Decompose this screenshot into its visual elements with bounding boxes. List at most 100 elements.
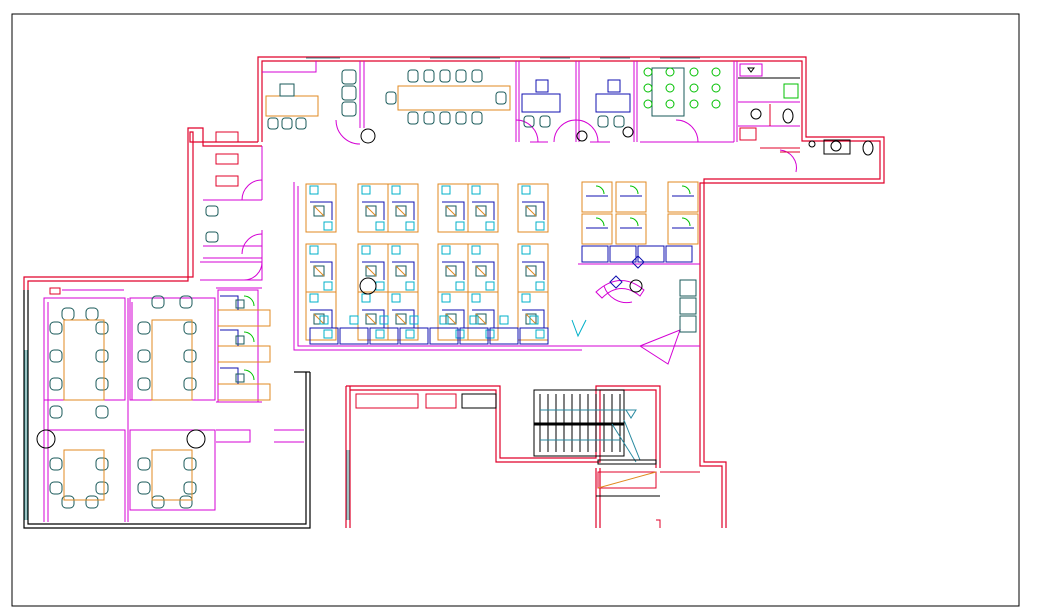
workstation-storage: [475, 265, 487, 277]
workstation-storage: [475, 313, 487, 325]
workstation-storage-x: [395, 265, 407, 277]
task-chair: [405, 329, 415, 339]
workstation-storage: [365, 205, 377, 217]
conference-table: [151, 449, 193, 501]
workstation-south-row: [519, 327, 549, 345]
task-chair: [629, 217, 639, 227]
workstation-storage: [365, 265, 377, 277]
task-chair: [595, 185, 605, 195]
workstation-south-row: [369, 327, 399, 345]
task-chair: [379, 315, 389, 325]
workstation-desk: [467, 291, 499, 341]
workstation-panel: [472, 309, 495, 328]
conference-chair: [151, 495, 165, 509]
workstation-desk: [581, 181, 613, 213]
workstation-desk: [615, 181, 647, 213]
west-storage-rooms: [205, 131, 239, 243]
workstation-storage-x: [365, 313, 377, 325]
conference-table: [63, 449, 105, 501]
workstation-panel: [472, 261, 495, 280]
workstation-panel: [522, 309, 545, 328]
training-room: [643, 67, 721, 117]
workstation-panel: [442, 309, 465, 328]
workstation-south-row: [429, 327, 459, 345]
conference-chair: [95, 321, 109, 335]
task-chair: [323, 329, 333, 339]
task-chair: [681, 217, 691, 227]
conference-chair: [95, 405, 109, 419]
workstation-desk: [667, 213, 699, 245]
task-chair: [405, 221, 415, 231]
task-chair: [485, 221, 495, 231]
task-chair: [441, 185, 451, 195]
workstation-panel: [442, 201, 465, 220]
stairwell: [355, 389, 700, 528]
task-chair: [375, 281, 385, 291]
conference-chair: [49, 349, 63, 363]
conference-chair: [137, 349, 151, 363]
workstation-desk: [517, 183, 549, 233]
task-chair: [485, 329, 495, 339]
workstation-south-row: [489, 327, 519, 345]
workstation-storage: [313, 205, 325, 217]
workstation-panel: [522, 201, 545, 220]
interior-partitions: [43, 61, 738, 522]
workstation-south-row: [339, 327, 369, 345]
task-chair: [441, 245, 451, 255]
task-chair: [529, 315, 539, 325]
task-chair: [681, 185, 691, 195]
task-chair: [455, 329, 465, 339]
task-chair: [323, 221, 333, 231]
task-chair: [349, 315, 359, 325]
task-chair: [629, 185, 639, 195]
workstation-storage: [445, 205, 457, 217]
boardroom: [360, 69, 511, 144]
conference-chair: [183, 481, 197, 495]
task-chair: [455, 281, 465, 291]
workstation-storage: [395, 205, 407, 217]
workstation-east-row: [665, 245, 693, 263]
workstation-storage: [475, 205, 487, 217]
task-chair: [439, 315, 449, 325]
workstation-storage: [525, 205, 537, 217]
door-swings: [241, 119, 797, 365]
workstation-panel: [392, 309, 415, 328]
workstation-desk: [517, 291, 549, 341]
workstation-storage-x: [313, 313, 325, 325]
conference-chair: [183, 457, 197, 471]
workstation-storage-x: [313, 205, 325, 217]
workstation-east-row: [609, 245, 637, 263]
conference-chair: [61, 495, 75, 509]
private-offices-north: [521, 79, 634, 142]
task-chair: [391, 245, 401, 255]
west-entry-marker: [49, 287, 124, 295]
conference-table: [151, 319, 193, 401]
workstation-panel: [362, 201, 385, 220]
conference-chair: [95, 457, 109, 471]
task-chair: [471, 185, 481, 195]
conference-chair: [179, 495, 193, 509]
task-chair: [521, 293, 531, 303]
workstation-storage-x: [525, 265, 537, 277]
workstation-desk: [305, 183, 337, 233]
task-chair: [309, 293, 319, 303]
conference-chair: [137, 457, 151, 471]
workstation-panel: [392, 261, 415, 280]
workstation-storage-x: [475, 265, 487, 277]
workstation-panel: [310, 201, 333, 220]
workstation-desk: [581, 213, 613, 245]
workstation-storage: [395, 265, 407, 277]
conference-chair: [85, 495, 99, 509]
workstation-panel: [362, 261, 385, 280]
private-office-northwest: [265, 69, 357, 130]
task-chair: [535, 221, 545, 231]
workstation-storage: [445, 313, 457, 325]
task-chair: [405, 281, 415, 291]
workstation-storage-x: [445, 265, 457, 277]
workstation-storage-x: [365, 265, 377, 277]
open-office-workstations: [305, 181, 699, 345]
task-chair: [409, 315, 419, 325]
task-chair: [521, 245, 531, 255]
task-chair: [391, 293, 401, 303]
workstation-panel: [310, 309, 333, 328]
